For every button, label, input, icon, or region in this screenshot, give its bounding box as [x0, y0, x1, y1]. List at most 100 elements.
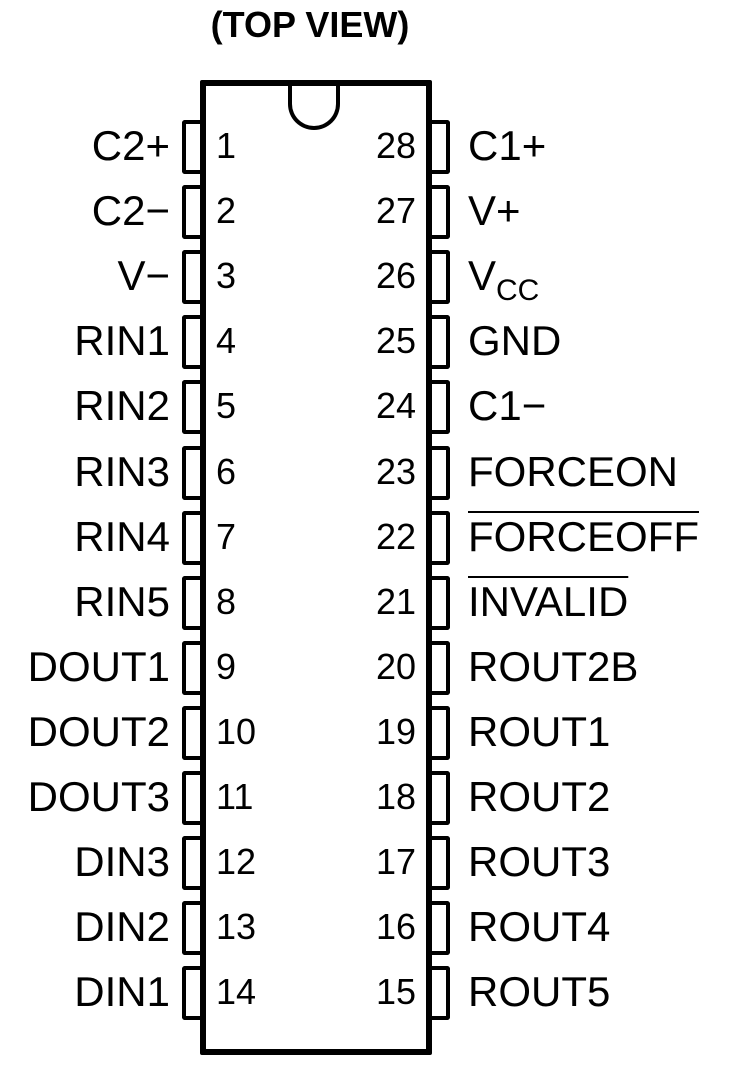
pin-label: FORCEON [468, 447, 678, 495]
pin-label: DIN2 [74, 903, 170, 951]
pin-label: ROUT2B [468, 642, 639, 690]
pin-label: VCC [468, 252, 540, 308]
pin-lead [182, 380, 200, 435]
pin-lead [432, 836, 450, 891]
pin-lead [432, 380, 450, 435]
pin-label-subscript: CC [496, 274, 540, 308]
pin-label: V+ [468, 188, 521, 234]
pin-label: DIN3 [74, 838, 170, 886]
pin-lead [182, 640, 200, 695]
pin-label: RIN4 [74, 512, 170, 560]
pin-label-text: GND [468, 317, 562, 365]
pin-label-text: C1+ [468, 122, 547, 169]
pin-lead [432, 705, 450, 760]
pin-label-text: ROUT4 [468, 903, 611, 951]
pin-label-text: ROUT5 [468, 968, 611, 1016]
pin-number: 1 [216, 125, 237, 166]
pin-number: 18 [375, 776, 416, 817]
pin-number: 24 [375, 385, 416, 427]
pin-lead [432, 575, 450, 630]
pin-label-text: INVALID [468, 577, 629, 625]
pin-label: ROUT2 [468, 774, 610, 820]
pin-label: RIN5 [74, 577, 170, 625]
pin-label-text: ROUT2 [468, 773, 611, 820]
pin-number: 2 [216, 190, 237, 232]
pin-lead [432, 771, 450, 825]
pin-number: 14 [216, 971, 257, 1013]
pin-label-text: FORCEON [468, 447, 678, 495]
diagram-title: (TOP VIEW) [210, 4, 410, 45]
pin-lead [182, 705, 200, 760]
pin-number: 7 [216, 515, 237, 557]
pin-lead [182, 836, 200, 891]
pin-label-text: C1− [468, 382, 547, 430]
pin-lead [432, 510, 450, 565]
pin-number: 5 [216, 385, 237, 427]
pin-number: 4 [216, 320, 237, 362]
pin-label-text: ROUT3 [468, 838, 611, 886]
pin-number: 21 [375, 580, 416, 622]
pin-lead [182, 315, 200, 370]
pin-label-text: ROUT2B [468, 642, 639, 690]
pin-number: 25 [375, 320, 416, 362]
pin-lead [432, 640, 450, 695]
pin-lead [432, 250, 450, 305]
pin-label: C1+ [468, 123, 546, 169]
pin-number: 3 [216, 255, 237, 297]
pin-number: 28 [375, 125, 416, 166]
pin-number: 15 [375, 971, 416, 1013]
pin-number: 9 [216, 645, 237, 687]
pin-label-text: ROUT1 [468, 707, 611, 755]
pin-label-text: V+ [468, 187, 521, 235]
pin-label: RIN1 [74, 317, 170, 365]
pin-label: ROUT3 [468, 839, 610, 885]
pin-label: V− [117, 252, 170, 300]
pin-label: ROUT1 [468, 707, 611, 755]
pin-label: ROUT4 [468, 904, 610, 950]
pin-label: ROUT5 [468, 969, 610, 1015]
pin-lead [182, 575, 200, 630]
pin-label: RIN2 [74, 382, 170, 430]
pin-number: 8 [216, 580, 237, 622]
pin-number: 19 [375, 710, 416, 752]
pin-number: 12 [216, 841, 257, 883]
pin-number: 11 [216, 776, 254, 817]
pin-lead [432, 185, 450, 240]
pin-lead [432, 445, 450, 500]
pin-number: 16 [375, 906, 416, 948]
pin-lead [432, 120, 450, 174]
pin-label-text: FORCEOFF [468, 512, 699, 560]
pin-label: DOUT2 [27, 707, 170, 755]
pin-number: 23 [375, 450, 416, 492]
pin-number: 22 [375, 515, 416, 557]
pin1-notch [288, 86, 340, 130]
pin-number: 10 [216, 710, 257, 752]
pin-label: C2+ [91, 122, 170, 169]
pin-number: 17 [375, 841, 416, 883]
pin-label: DIN1 [74, 968, 170, 1016]
pin-number: 26 [375, 255, 416, 297]
pin-label: DOUT1 [27, 642, 170, 690]
pin-lead [432, 315, 450, 370]
pin-lead [182, 771, 200, 825]
pin-number: 13 [216, 906, 257, 948]
pin-label-text: V [468, 252, 497, 300]
pin-number: 27 [375, 190, 416, 232]
pin-label: RIN3 [74, 447, 170, 495]
pin-number: 20 [375, 645, 416, 687]
pin-lead [182, 510, 200, 565]
pin-label: DOUT3 [27, 773, 170, 820]
pin-lead [182, 445, 200, 500]
ic-package-body [200, 80, 432, 1055]
pin-label: FORCEOFF [468, 512, 699, 560]
pin-lead [182, 185, 200, 240]
pin-lead [182, 966, 200, 1021]
pin-label: INVALID [468, 577, 629, 625]
pin-label: C1− [468, 383, 546, 429]
pin-lead [182, 250, 200, 305]
pin-lead [182, 901, 200, 956]
pin-lead [182, 120, 200, 174]
pin-number: 6 [216, 450, 237, 492]
pin-lead [432, 966, 450, 1021]
pin-label: C2− [91, 187, 170, 235]
